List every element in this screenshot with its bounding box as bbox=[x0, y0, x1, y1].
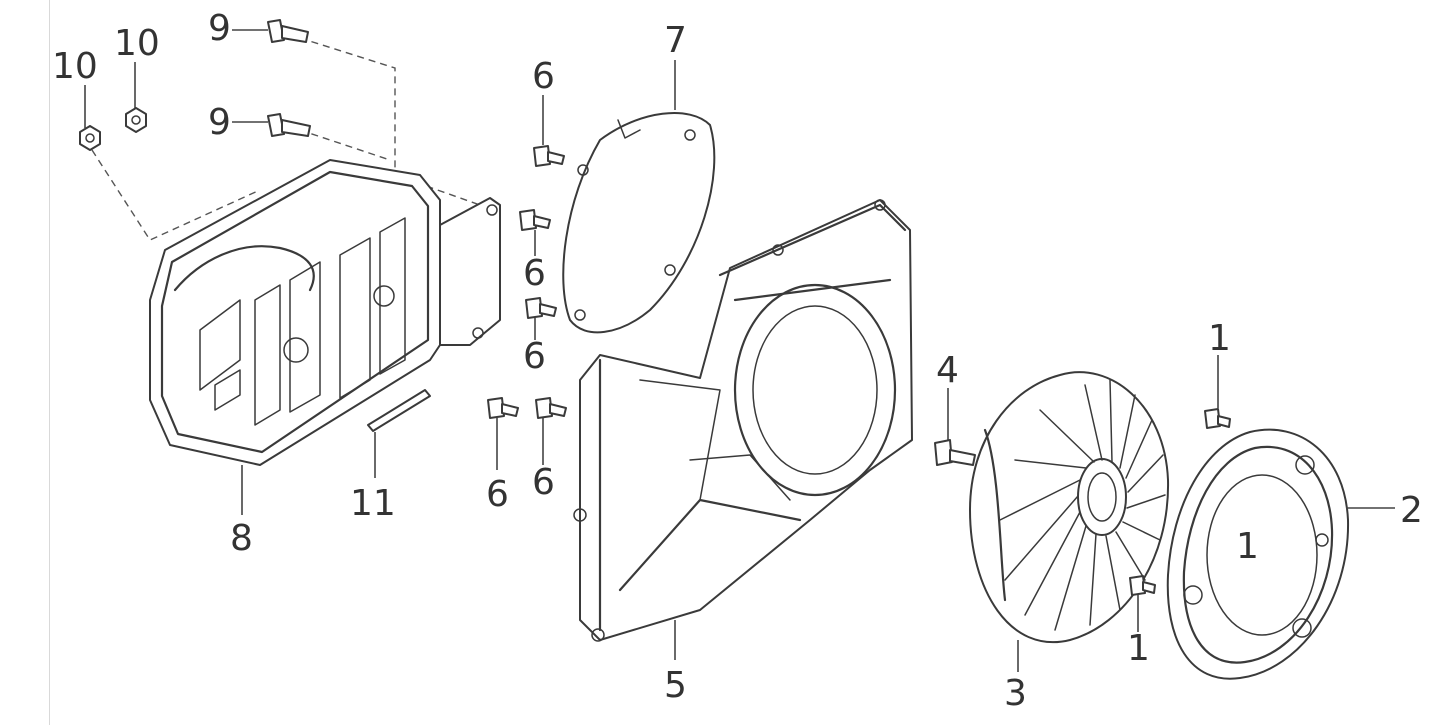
screw-part-6-group bbox=[487, 95, 567, 470]
label-6-bottom-right: 6 bbox=[532, 462, 555, 503]
label-9-lower: 9 bbox=[208, 102, 231, 143]
label-4: 4 bbox=[936, 350, 959, 391]
bolt-part-9-upper bbox=[232, 19, 309, 43]
gasket-part-7 bbox=[562, 60, 716, 334]
assembly-dashed-lines bbox=[91, 37, 481, 241]
bolt-part-4 bbox=[934, 388, 976, 466]
label-6-third: 6 bbox=[523, 336, 546, 377]
stud-part-11 bbox=[367, 389, 431, 478]
label-1-middle: 1 bbox=[1236, 526, 1259, 567]
label-6-top: 6 bbox=[532, 56, 555, 97]
fan-housing-part-5 bbox=[573, 199, 913, 660]
screw-part-1-lower bbox=[1129, 575, 1156, 632]
label-11: 11 bbox=[350, 483, 396, 524]
label-9-upper: 9 bbox=[208, 8, 231, 49]
label-1-upper: 1 bbox=[1208, 318, 1231, 359]
label-5: 5 bbox=[664, 665, 687, 706]
label-10-left: 10 bbox=[52, 46, 98, 87]
fan-cover-part-2 bbox=[1166, 428, 1395, 680]
fan-part-3 bbox=[969, 371, 1170, 672]
nut-part-10-right bbox=[125, 62, 147, 133]
muffler-part-8 bbox=[149, 159, 501, 515]
part-number-labels: 1 1 1 2 3 4 5 6 6 6 6 6 7 8 9 9 10 10 11 bbox=[52, 8, 1423, 714]
left-border-line bbox=[49, 0, 50, 725]
bolt-part-9-lower bbox=[232, 113, 311, 137]
screw-part-1-upper bbox=[1204, 355, 1231, 429]
label-6-bottom-left: 6 bbox=[486, 474, 509, 515]
label-6-second: 6 bbox=[523, 253, 546, 294]
label-3: 3 bbox=[1004, 673, 1027, 714]
label-8: 8 bbox=[230, 518, 253, 559]
label-10-right: 10 bbox=[114, 23, 160, 64]
label-1-lower: 1 bbox=[1127, 628, 1150, 669]
nut-part-10-left bbox=[79, 85, 101, 151]
label-7: 7 bbox=[664, 20, 687, 61]
label-2: 2 bbox=[1400, 490, 1423, 531]
